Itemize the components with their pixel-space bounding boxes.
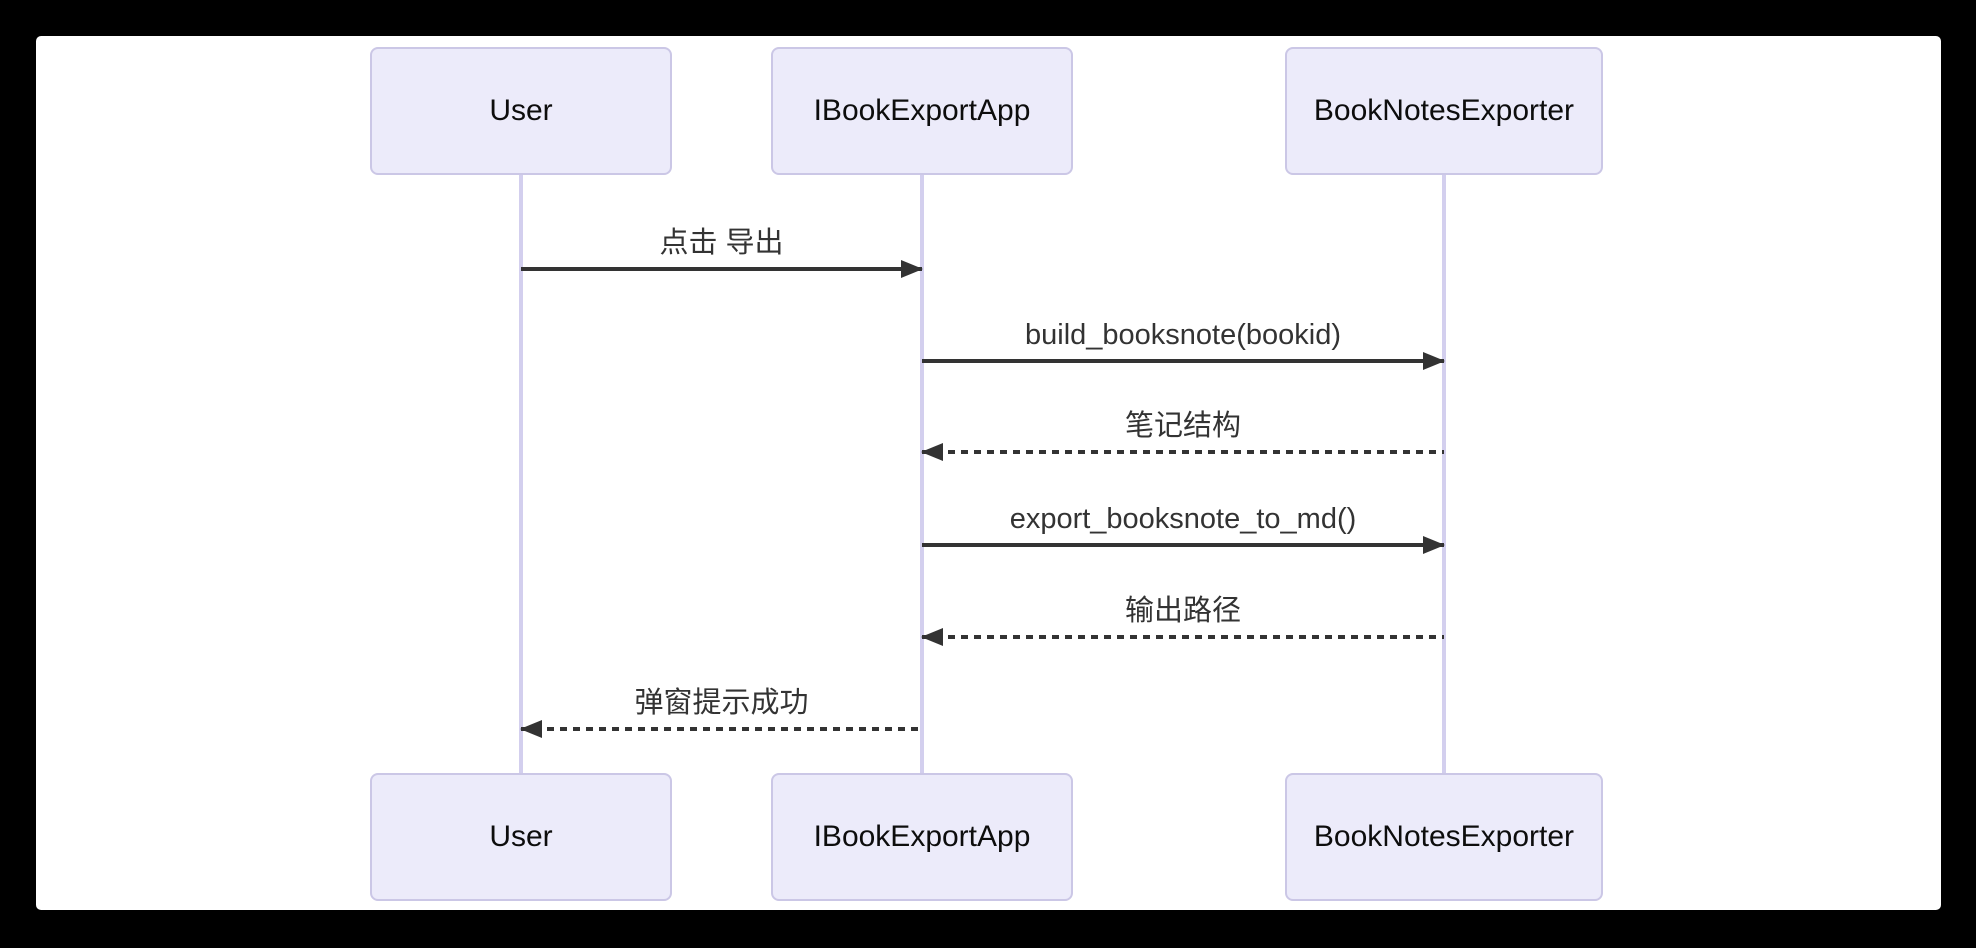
message-label: 点击 导出: [659, 227, 784, 259]
message-label: 输出路径: [1124, 595, 1241, 627]
actor-box-ibookexportapp-top: IBookExportApp: [771, 47, 1073, 175]
arrowhead-right-icon: [901, 260, 923, 278]
actor-box-booknotesexporter-top: BookNotesExporter: [1285, 47, 1603, 175]
message-popup-success-return: 弹窗提示成功: [520, 683, 922, 738]
message-line-dashed: [922, 635, 1444, 639]
message-line-solid: [922, 359, 1444, 363]
actor-label: BookNotesExporter: [1313, 94, 1575, 127]
message-click-export: 点击 导出: [521, 223, 923, 278]
message-label: export_booksnote_to_md(): [1009, 503, 1357, 535]
actor-box-user-bottom: User: [370, 773, 672, 901]
actor-box-booknotesexporter-bottom: BookNotesExporter: [1285, 773, 1603, 901]
message-export-booksnote-to-md: export_booksnote_to_md(): [922, 499, 1445, 554]
actor-box-ibookexportapp-bottom: IBookExportApp: [771, 773, 1073, 901]
message-note-structure-return: 笔记结构: [921, 406, 1444, 461]
lifeline-user: [519, 175, 523, 773]
actor-label: IBookExportApp: [813, 820, 1031, 853]
actor-label: User: [489, 820, 553, 853]
actor-label: BookNotesExporter: [1313, 820, 1575, 853]
message-label: 笔记结构: [1124, 410, 1241, 442]
message-label: build_booksnote(bookid): [1025, 319, 1341, 351]
message-line-solid: [521, 267, 922, 271]
lifeline-ibookexportapp: [920, 175, 924, 773]
message-line-dashed: [922, 450, 1444, 454]
message-line-dashed: [521, 727, 922, 731]
message-label: 弹窗提示成功: [634, 687, 809, 719]
message-line-solid: [922, 543, 1444, 547]
actor-label: IBookExportApp: [813, 94, 1031, 127]
arrowhead-left-icon: [921, 628, 943, 646]
lifeline-booknotesexporter: [1442, 175, 1446, 773]
actor-box-user-top: User: [370, 47, 672, 175]
arrowhead-right-icon: [1423, 352, 1445, 370]
message-output-path-return: 输出路径: [921, 591, 1444, 646]
message-build-booksnote: build_booksnote(bookid): [922, 315, 1445, 370]
actor-label: User: [489, 94, 553, 127]
sequence-diagram-canvas: User IBookExportApp BookNotesExporter 点击…: [36, 36, 1941, 910]
arrowhead-left-icon: [520, 720, 542, 738]
arrowhead-left-icon: [921, 443, 943, 461]
arrowhead-right-icon: [1423, 536, 1445, 554]
